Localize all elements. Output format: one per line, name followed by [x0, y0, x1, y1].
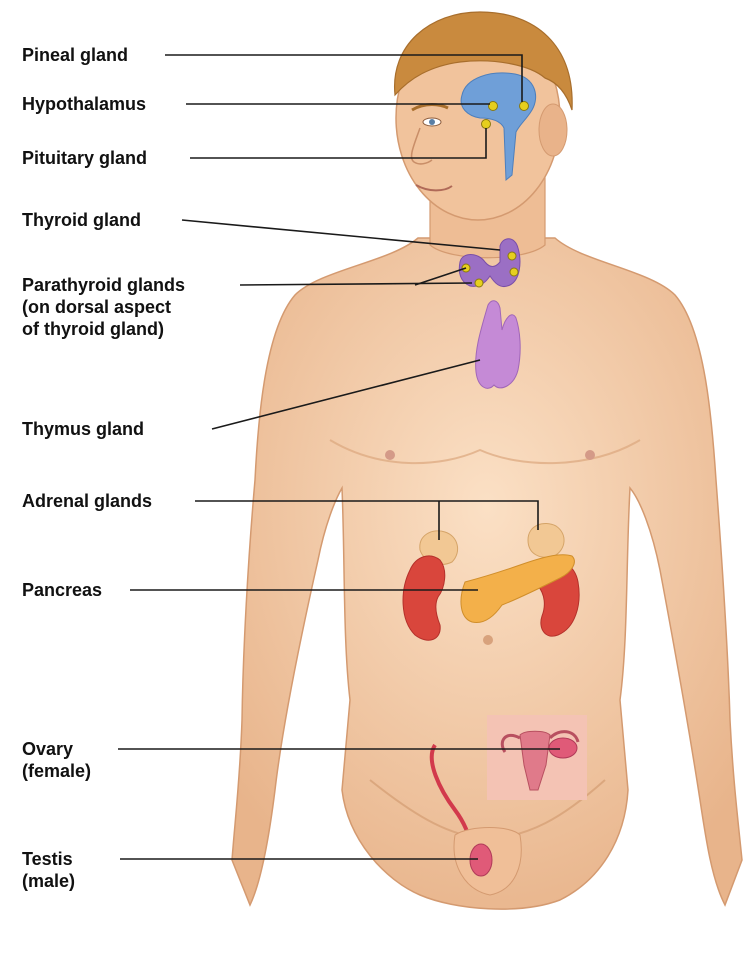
label-parathyroid-line2: (on dorsal aspect [22, 296, 185, 318]
nipple [585, 450, 595, 460]
eye-pupil [429, 119, 435, 125]
label-pancreas: Pancreas [22, 579, 102, 601]
label-parathyroid-line3: of thyroid gland) [22, 318, 185, 340]
parathyroid-dot [510, 268, 518, 276]
testis-organ [470, 844, 492, 876]
ovary-organ [549, 738, 577, 758]
label-pineal-gland: Pineal gland [22, 44, 128, 66]
adrenal-gland-right [528, 524, 564, 558]
label-parathyroid-line1: Parathyroid glands [22, 274, 185, 296]
nipple [385, 450, 395, 460]
parathyroid-dot [508, 252, 516, 260]
pituitary-dot [482, 120, 491, 129]
label-ovary-line2: (female) [22, 760, 91, 782]
parathyroid-dot [475, 279, 483, 287]
label-testis: Testis (male) [22, 848, 75, 892]
label-testis-line1: Testis [22, 848, 75, 870]
label-ovary: Ovary (female) [22, 738, 91, 782]
label-thyroid-gland: Thyroid gland [22, 209, 141, 231]
ear [539, 104, 567, 156]
hypothalamus-dot [489, 102, 498, 111]
label-thymus-gland: Thymus gland [22, 418, 144, 440]
label-parathyroid-glands: Parathyroid glands (on dorsal aspect of … [22, 274, 185, 340]
navel [483, 635, 493, 645]
pineal-dot [520, 102, 529, 111]
label-testis-line2: (male) [22, 870, 75, 892]
label-hypothalamus: Hypothalamus [22, 93, 146, 115]
label-adrenal-glands: Adrenal glands [22, 490, 152, 512]
label-pituitary-gland: Pituitary gland [22, 147, 147, 169]
label-ovary-line1: Ovary [22, 738, 91, 760]
